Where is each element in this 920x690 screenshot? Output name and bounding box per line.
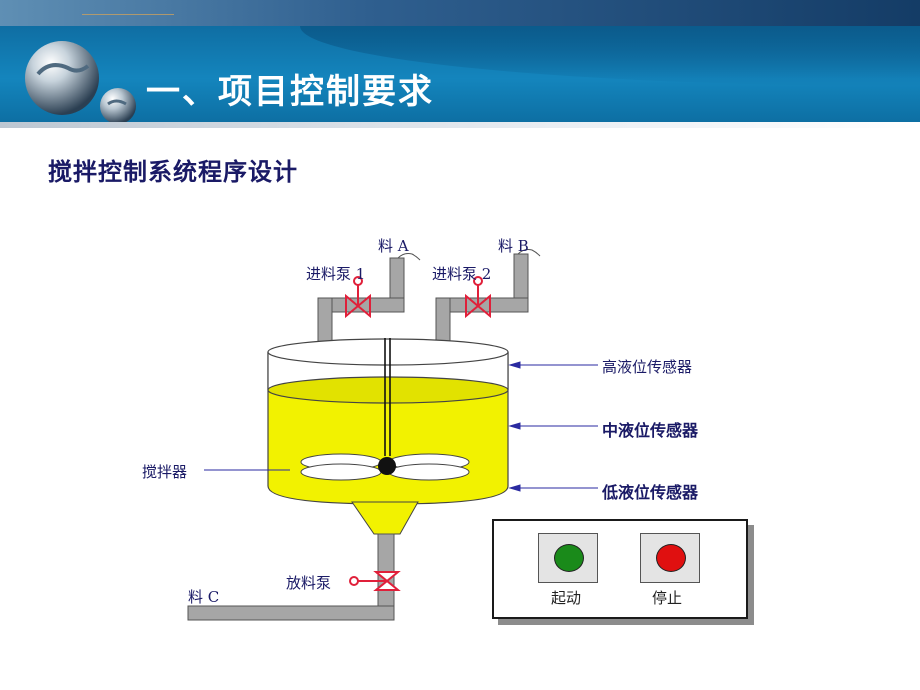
discharge-pump-label: 放料泵 [286, 574, 332, 592]
pump1-valve-icon [345, 276, 371, 319]
page-title: 一、项目控制要求 [146, 72, 434, 112]
mixer-shaft [384, 338, 391, 456]
tank [267, 338, 509, 505]
agitator-blades [300, 453, 470, 481]
pump2-label: 进料泵 2 [432, 265, 492, 283]
agitator-hub [378, 457, 396, 475]
control-panel: 起动 停止 [492, 519, 748, 619]
inlet-pipe-a [317, 257, 405, 349]
material-b-label: 料 B [498, 237, 529, 255]
mixer-label: 搅拌器 [142, 463, 188, 481]
material-a-label: 料 A [378, 237, 409, 255]
mid-level-sensor-label: 中液位传感器 [602, 421, 699, 440]
sensor-arrows [204, 361, 598, 492]
tank-outlet-funnel [351, 501, 419, 535]
section-subtitle: 搅拌控制系统程序设计 [48, 158, 298, 186]
title-banner: 一、项目控制要求 [0, 26, 920, 124]
start-button-label: 起动 [551, 589, 582, 607]
start-button[interactable] [538, 533, 598, 583]
discharge-valve-icon [349, 571, 401, 591]
decorative-line [82, 14, 174, 15]
start-lamp-icon [554, 544, 584, 572]
low-level-sensor-label: 低液位传感器 [602, 483, 699, 502]
globe-logo-icon [25, 41, 136, 124]
title-separator [0, 122, 920, 128]
material-c-label: 料 C [188, 588, 220, 606]
top-strip [0, 0, 920, 26]
stop-lamp-icon [656, 544, 686, 572]
high-level-sensor-label: 高液位传感器 [602, 358, 693, 376]
stop-button[interactable] [640, 533, 700, 583]
stop-button-label: 停止 [652, 589, 683, 607]
pump2-valve-icon [465, 276, 491, 319]
pump1-label: 进料泵 1 [306, 265, 366, 283]
